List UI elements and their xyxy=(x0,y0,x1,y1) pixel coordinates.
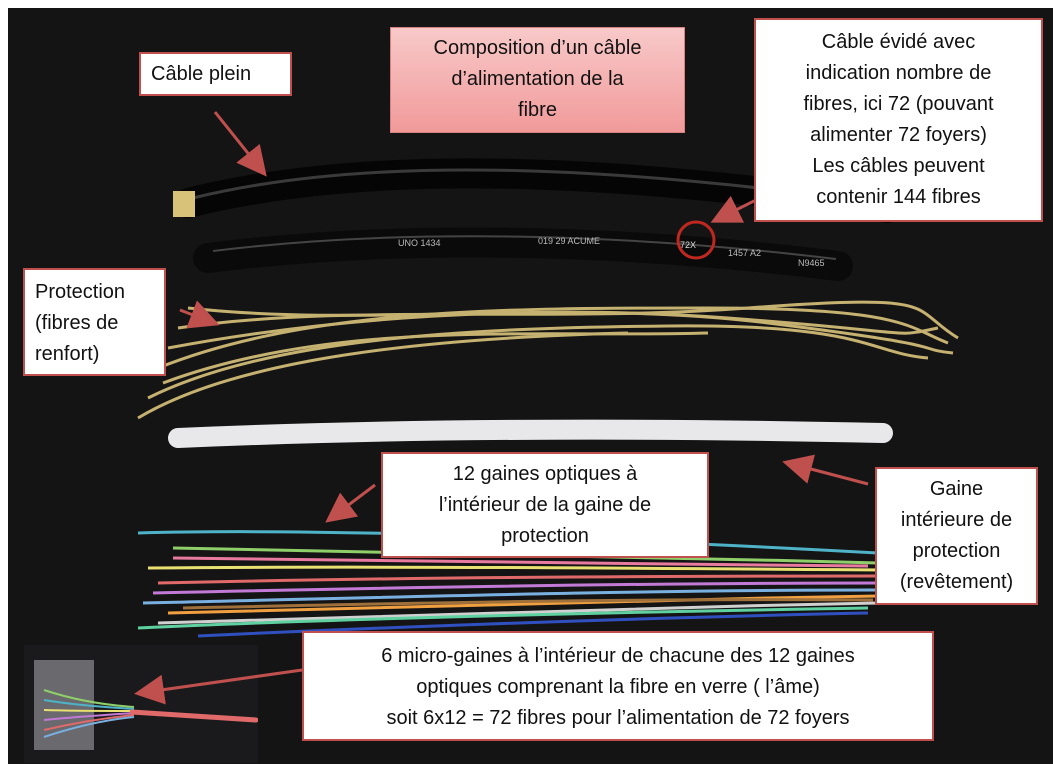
inner-sheath xyxy=(168,419,893,448)
label-line: Les câbles peuvent xyxy=(812,155,985,177)
label-line: (revêtement) xyxy=(899,571,1014,593)
inset-drawing xyxy=(34,660,258,750)
label-line: Gaine xyxy=(929,478,984,500)
label-line: (fibres de xyxy=(35,312,119,334)
marking-3: 72X xyxy=(680,240,696,250)
label-line: contenir 144 fibres xyxy=(816,186,981,208)
full-cable-kevlar-end xyxy=(173,191,195,217)
label-line: soit 6x12 = 72 fibres pour l’alimentatio… xyxy=(386,707,850,729)
micro-fiber-inset xyxy=(24,645,258,763)
label-line: Protection xyxy=(35,281,126,303)
label-line: Câble plein xyxy=(151,63,252,85)
label-line: optiques comprenant la fibre en verre ( … xyxy=(416,676,820,698)
kevlar-yarn xyxy=(137,300,959,420)
fiber-count-circle xyxy=(676,220,716,260)
label-gaines-optiques: 12 gaines optiques à l’intérieur de la g… xyxy=(381,452,709,558)
label-protection: Protection (fibres de renfort) xyxy=(23,268,166,376)
label-line: 12 gaines optiques à xyxy=(452,463,638,485)
label-line: renfort) xyxy=(35,343,100,365)
marking-5: N9465 xyxy=(798,258,825,268)
label-line: 6 micro-gaines à l’intérieur de chacune … xyxy=(381,645,855,667)
photo-drawing: UNO 1434 019 29 ACUME 72X 1457 A2 N9465 xyxy=(137,158,959,638)
label-line: protection xyxy=(912,540,1001,562)
label-line: protection xyxy=(501,525,589,547)
label-line: Câble évidé avec xyxy=(821,31,976,53)
hollow-cable xyxy=(193,227,853,281)
label-title: Composition d’un câble d’alimentation de… xyxy=(390,27,685,133)
label-gaine-interieure: Gaine intérieure de protection (revêteme… xyxy=(875,467,1038,605)
marking-2: 019 29 ACUME xyxy=(538,236,600,246)
label-line: l’intérieur de la gaine de xyxy=(438,494,652,516)
label-line: fibre xyxy=(518,99,557,121)
label-line: fibres, ici 72 (pouvant xyxy=(803,93,994,115)
label-line: d’alimentation de la xyxy=(451,68,624,90)
label-line: alimenter 72 foyers) xyxy=(810,124,987,146)
marking-1: UNO 1434 xyxy=(398,238,441,248)
label-line: Composition d’un câble xyxy=(433,37,642,59)
label-micro-gaines: 6 micro-gaines à l’intérieur de chacune … xyxy=(302,631,934,741)
label-line: intérieure de xyxy=(900,509,1013,531)
label-line: indication nombre de xyxy=(805,62,992,84)
label-cable-evide: Câble évidé avec indication nombre de fi… xyxy=(754,18,1043,222)
label-cable-plein: Câble plein xyxy=(139,52,292,96)
marking-4: 1457 A2 xyxy=(728,248,761,258)
